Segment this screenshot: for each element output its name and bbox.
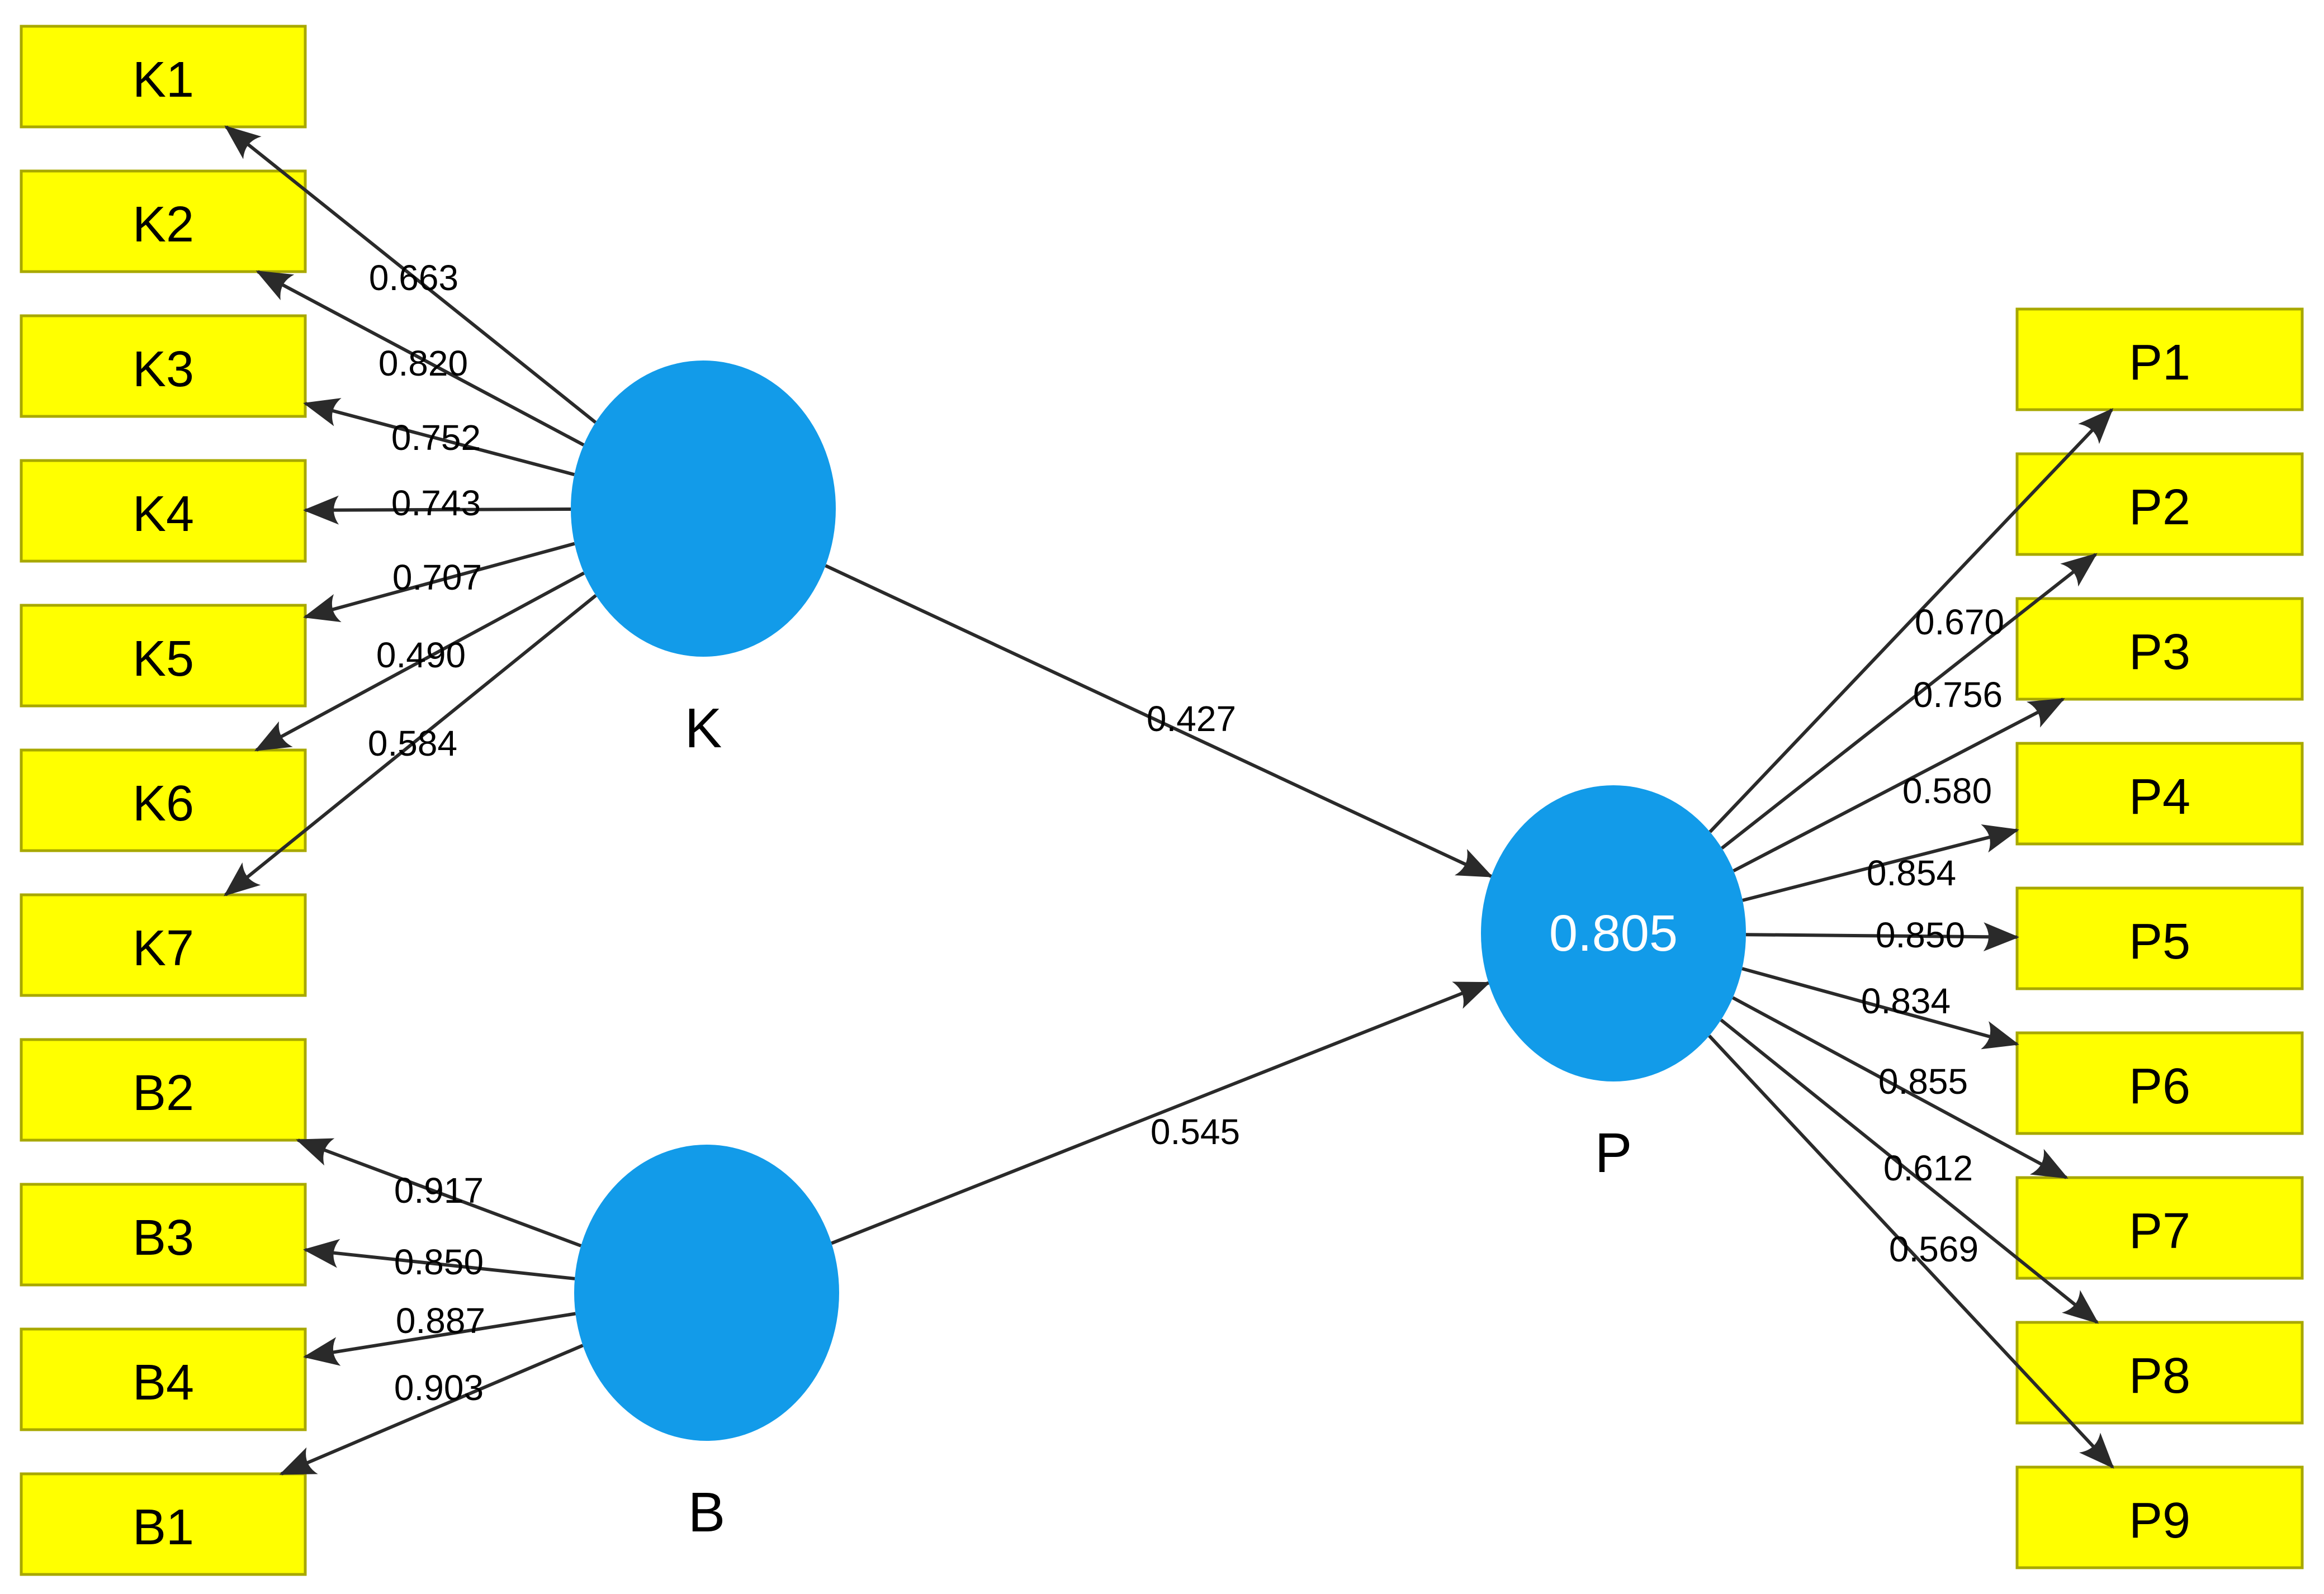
indicator-box-P4: [2015, 742, 2304, 846]
indicator-box-P1: [2015, 307, 2304, 411]
loading-arrow-B-B2: [296, 1138, 582, 1247]
indicator-box-P7: [2015, 1176, 2304, 1280]
loading-arrow-P-P4: [1742, 824, 2019, 902]
latent-node-B: [574, 1145, 839, 1441]
loading-value-B4: 0.887: [396, 1301, 485, 1341]
loading-arrow-K-K3: [303, 398, 575, 477]
loading-value-P5: 0.850: [1876, 915, 1965, 955]
path-coefficient-B-P: 0.545: [1151, 1112, 1240, 1152]
indicator-label-P9: P9: [2129, 1493, 2190, 1549]
loading-arrow-K-K7: [224, 594, 597, 896]
indicator-label-P8: P8: [2129, 1348, 2190, 1404]
path-arrow-B-P: [831, 981, 1491, 1245]
loading-arrow-P-P3: [1733, 698, 2065, 872]
loading-value-B2: 0.917: [394, 1170, 484, 1211]
loading-arrow-P-P5: [1745, 922, 2019, 952]
indicator-label-P3: P3: [2129, 624, 2190, 680]
loading-value-P2: 0.756: [1913, 675, 2003, 715]
indicator-box-B3: [20, 1183, 307, 1287]
loading-value-K5: 0.707: [392, 557, 482, 597]
loading-arrow-P-P7: [1732, 996, 2069, 1179]
indicator-box-K3: [20, 314, 307, 418]
loading-value-P8: 0.612: [1883, 1148, 1973, 1188]
indicator-label-B1: B1: [132, 1500, 194, 1555]
indicator-box-P9: [2015, 1465, 2304, 1569]
loading-arrow-P-P8: [1720, 1018, 2099, 1324]
indicator-label-K1: K1: [132, 52, 194, 108]
latent-label-K: K: [685, 697, 722, 760]
loading-value-K2: 0.820: [378, 343, 468, 383]
indicator-label-P5: P5: [2129, 914, 2190, 970]
loading-value-P3: 0.580: [1902, 771, 1992, 811]
value-labels: 0.663 0.820 0.752 0.743 0.707 0.490 0.584 0.917…: [368, 258, 2004, 1408]
loading-value-K1: 0.663: [369, 258, 458, 298]
indicator-label-P7: P7: [2129, 1203, 2190, 1259]
indicator-label-K4: K4: [132, 486, 194, 542]
indicator-label-K5: K5: [132, 631, 194, 687]
indicator-box-P8: [2015, 1321, 2304, 1425]
loading-value-P4: 0.854: [1867, 853, 1956, 893]
indicator-label-K6: K6: [132, 776, 194, 832]
indicator-box-K2: [20, 169, 307, 273]
loading-value-P1: 0.670: [1915, 602, 2004, 642]
loading-arrow-P-P6: [1741, 967, 2019, 1050]
loading-arrow-K-K6: [254, 571, 585, 752]
loading-arrow-K-K1: [224, 125, 597, 424]
latent-node-P: [1481, 785, 1746, 1081]
indicator-box-P6: [2015, 1031, 2304, 1135]
loading-arrow-P-P9: [1708, 1035, 2114, 1469]
indicator-box-K5: [20, 604, 307, 708]
indicator-box-P5: [2015, 886, 2304, 990]
loading-value-P9: 0.569: [1889, 1229, 1979, 1269]
loading-arrow-B-B1: [279, 1344, 584, 1476]
loading-arrow-B-B4: [303, 1312, 576, 1366]
loading-arrow-P-P1: [1708, 408, 2114, 833]
indicator-box-K6: [20, 748, 307, 852]
indicator-label-P2: P2: [2129, 480, 2190, 535]
loading-value-P6: 0.834: [1861, 981, 1951, 1021]
indicator-box-P3: [2015, 597, 2304, 701]
path-coefficient-K-P: 0.427: [1147, 699, 1236, 739]
latent-node-K: [571, 360, 836, 657]
indicator-label-P4: P4: [2129, 769, 2190, 825]
indicator-label-B4: B4: [132, 1355, 194, 1411]
loading-arrow-B-B3: [303, 1239, 575, 1280]
loading-arrow-K-K5: [303, 542, 575, 623]
loading-arrow-P-P2: [1721, 553, 2098, 850]
loading-value-K7: 0.584: [368, 723, 457, 763]
arrows: [224, 125, 2114, 1476]
loading-arrow-K-K4: [303, 495, 571, 525]
indicator-box-B1: [20, 1472, 307, 1576]
indicator-box-K1: [20, 25, 307, 129]
indicator-box-B4: [20, 1327, 307, 1431]
indicator-label-P6: P6: [2129, 1059, 2190, 1114]
loading-value-B3: 0.850: [394, 1242, 484, 1282]
path-arrow-K-P: [825, 564, 1493, 878]
latent-r2-value-P: 0.805: [1549, 905, 1678, 962]
latent-label-P: P: [1595, 1122, 1632, 1184]
indicator-box-P2: [2015, 452, 2304, 556]
loading-value-K4: 0.743: [391, 483, 481, 523]
loading-value-P7: 0.855: [1878, 1061, 1968, 1102]
indicator-label-K7: K7: [132, 921, 194, 976]
indicator-label-K3: K3: [132, 341, 194, 397]
loading-arrow-K-K2: [255, 270, 585, 447]
loading-value-K3: 0.752: [391, 418, 481, 458]
loading-value-B1: 0.903: [394, 1368, 484, 1408]
indicator-label-B3: B3: [132, 1210, 194, 1266]
loading-value-K6: 0.490: [376, 635, 466, 675]
latent-label-B: B: [688, 1481, 726, 1544]
indicator-label-K2: K2: [132, 197, 194, 253]
indicator-box-K4: [20, 459, 307, 563]
indicator-box-B2: [20, 1038, 307, 1142]
indicator-box-K7: [20, 893, 307, 997]
indicator-label-B2: B2: [132, 1065, 194, 1121]
indicator-label-P1: P1: [2129, 335, 2190, 391]
